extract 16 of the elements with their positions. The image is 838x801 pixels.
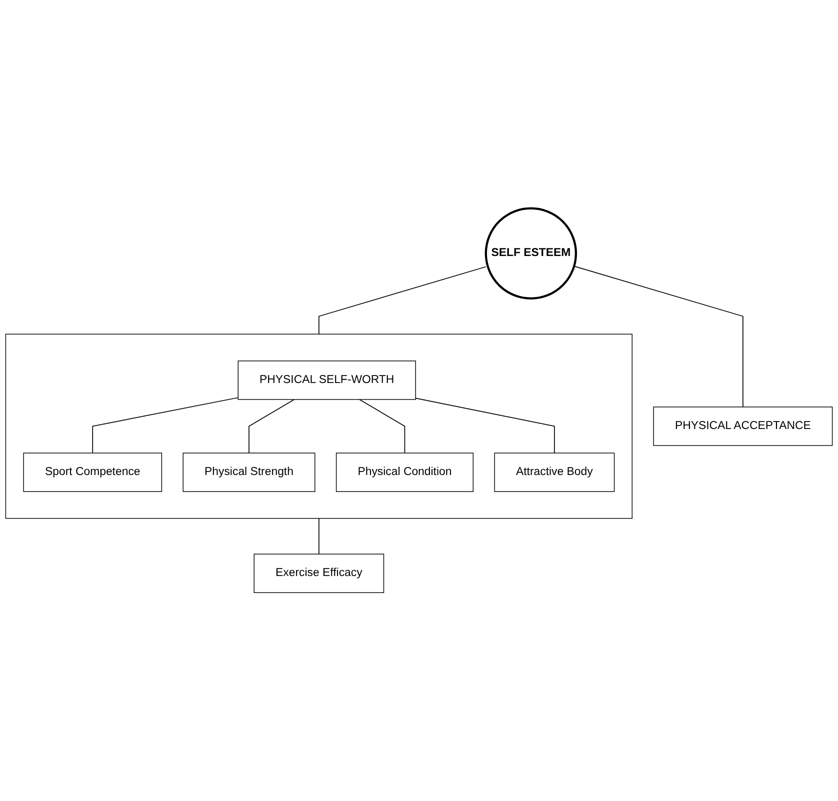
node-box: PHYSICAL SELF-WORTH	[238, 360, 416, 400]
connector	[318, 518, 320, 555]
node-box: Sport Competence	[23, 452, 162, 492]
node-box: PHYSICAL ACCEPTANCE	[653, 406, 833, 446]
connector	[92, 397, 239, 454]
node-box: Attractive Body	[494, 452, 615, 492]
node-box: Physical Condition	[336, 452, 474, 492]
node-box: Exercise Efficacy	[254, 554, 384, 593]
connector	[248, 399, 295, 454]
node-circle: SELF ESTEEM	[484, 207, 578, 300]
cluster	[5, 334, 632, 519]
connector	[574, 266, 744, 408]
connector	[359, 399, 406, 454]
connector	[318, 266, 486, 335]
connector	[415, 398, 555, 454]
node-box: Physical Strength	[182, 452, 316, 492]
